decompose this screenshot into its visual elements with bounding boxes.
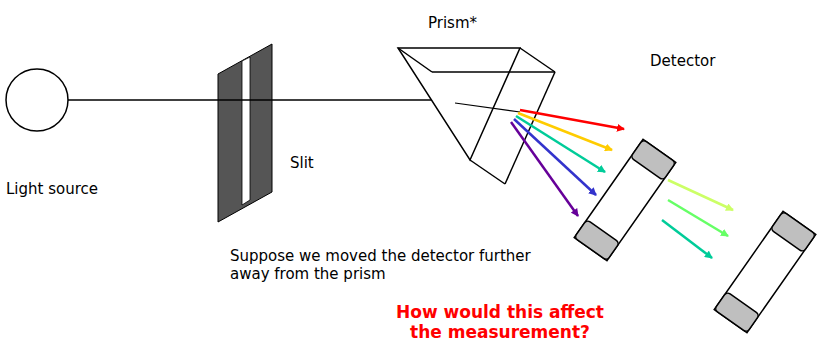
prism: [398, 48, 555, 184]
part-label: Prism*: [428, 14, 477, 32]
part-label: Slit: [290, 154, 314, 172]
light-beam: [68, 99, 454, 101]
continued-rays: [662, 180, 733, 258]
question-text: How would this affect the measurement?: [380, 302, 620, 342]
note-text: Suppose we moved the detector further aw…: [230, 247, 560, 283]
part-label: Detector: [650, 52, 715, 70]
light-source: [6, 69, 68, 131]
slit: [218, 44, 272, 222]
detector: [574, 139, 676, 260]
moved-detector: [714, 211, 816, 332]
part-label: Light source: [6, 180, 98, 198]
